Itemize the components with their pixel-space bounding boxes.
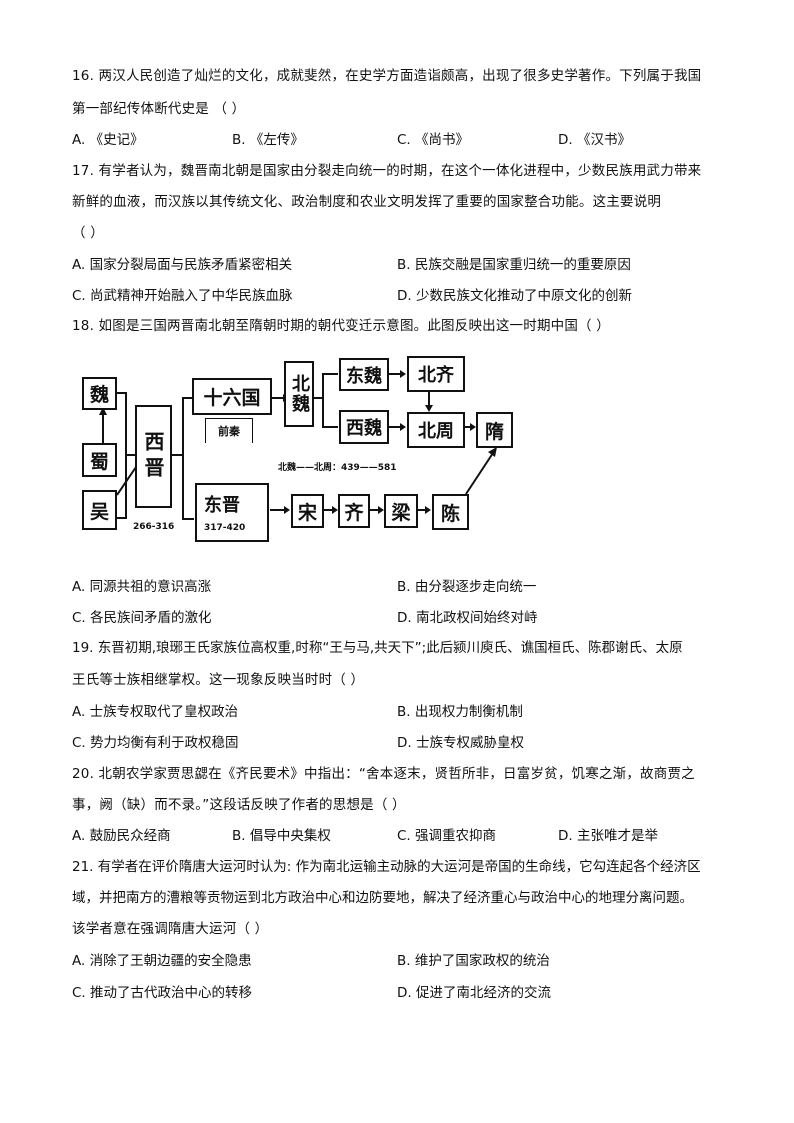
q17-stem-line2: 新鲜的血液，而汉族以其传统文化、政治制度和农业文明发挥了重要的国家整合功能。这主…	[72, 194, 662, 210]
box-dongwei: 东魏	[339, 358, 389, 391]
q17-stem-line1: 17. 有学者认为，魏晋南北朝是国家由分裂走向统一的时期，在这个一体化进程中，少…	[72, 163, 702, 179]
box-qi: 齐	[338, 494, 370, 528]
q21-option-c[interactable]: C. 推动了古代政治中心的转移	[72, 985, 253, 1001]
q16-stem-line2: 第一部纪传体断代史是 （ ）	[72, 101, 246, 117]
box-wu: 吴	[82, 490, 117, 530]
q18-option-d[interactable]: D. 南北政权间始终对峙	[397, 610, 538, 626]
q16-option-c[interactable]: C. 《尚书》	[397, 132, 470, 148]
q19-option-d[interactable]: D. 士族专权威胁皇权	[397, 735, 524, 751]
dongjin-label: 东晋	[204, 495, 240, 516]
q21-option-b[interactable]: B. 维护了国家政权的统治	[397, 953, 550, 969]
q21-stem-line1: 21. 有学者在评价隋唐大运河时认为: 作为南北运输主动脉的大运河是帝国的生命线…	[72, 859, 701, 875]
q17-option-b[interactable]: B. 民族交融是国家重归统一的重要原因	[397, 257, 631, 273]
q16-stem-line1: 16. 两汉人民创造了灿烂的文化，成就斐然，在史学方面造诣颇高，出现了很多史学著…	[72, 68, 702, 84]
q20-stem-line2: 事，阙（缺）而不录。”这段话反映了作者的思想是（ ）	[72, 797, 406, 813]
box-shu: 蜀	[82, 443, 117, 477]
box-shiliuguo: 十六国	[192, 378, 272, 415]
box-chen: 陈	[432, 494, 469, 530]
box-song: 宋	[291, 494, 324, 528]
q20-option-a[interactable]: A. 鼓励民众经商	[72, 828, 171, 844]
q16-option-a[interactable]: A. 《史记》	[72, 132, 144, 148]
q20-option-c[interactable]: C. 强调重农抑商	[397, 828, 497, 844]
q19-option-b[interactable]: B. 出现权力制衡机制	[397, 704, 523, 720]
box-beiqi: 北齐	[407, 356, 465, 392]
q17-option-a[interactable]: A. 国家分裂局面与民族矛盾紧密相关	[72, 257, 293, 273]
q16-option-b[interactable]: B. 《左传》	[232, 132, 304, 148]
q19-stem-line1: 19. 东晋初期,琅琊王氏家族位高权重,时称“王与马,共天下”;此后颍川庾氏、谯…	[72, 640, 683, 656]
q17-stem-line3: （ ）	[72, 225, 104, 241]
q18-option-a[interactable]: A. 同源共祖的意识高涨	[72, 579, 212, 595]
beichao-years-note: 北魏——北周：439——581	[278, 463, 397, 473]
q17-option-d[interactable]: D. 少数民族文化推动了中原文化的创新	[397, 288, 632, 304]
q20-stem-line1: 20. 北朝农学家贾思勰在《齐民要术》中指出：“舍本逐末，贤哲所非，日富岁贫，饥…	[72, 766, 695, 782]
box-sui: 隋	[476, 412, 513, 448]
q20-option-d[interactable]: D. 主张唯才是举	[558, 828, 658, 844]
q21-stem-line2: 域，并把南方的漕粮等贡物运到北方政治中心和边防要地，解决了经济重心与政治中心的地…	[72, 890, 693, 906]
q21-option-a[interactable]: A. 消除了王朝边疆的安全隐患	[72, 953, 252, 969]
q17-option-c[interactable]: C. 尚武精神开始融入了中华民族血脉	[72, 288, 293, 304]
xijin-years-label: 266-316	[133, 522, 175, 532]
box-xiwei: 西魏	[339, 410, 389, 444]
q19-option-c[interactable]: C. 势力均衡有利于政权稳固	[72, 735, 239, 751]
q21-option-d[interactable]: D. 促进了南北经济的交流	[397, 985, 551, 1001]
box-dongjin: 东晋 317-420	[195, 483, 269, 542]
q19-stem-line2: 王氏等士族相继掌权。这一现象反映当时时（ ）	[72, 672, 365, 688]
box-qianqin: 前秦	[205, 418, 253, 443]
q16-option-d[interactable]: D. 《汉书》	[558, 132, 631, 148]
dongjin-years-label: 317-420	[204, 523, 246, 533]
box-beizhou: 北周	[407, 412, 465, 448]
q21-stem-line3: 该学者意在强调隋唐大运河（ ）	[72, 921, 269, 937]
diagram-connectors	[99, 370, 497, 520]
box-wei: 魏	[82, 377, 117, 410]
box-liang: 梁	[384, 494, 418, 528]
q18-option-b[interactable]: B. 由分裂逐步走向统一	[397, 579, 537, 595]
q18-stem-line1: 18. 如图是三国两晋南北朝至隋朝时期的朝代变迁示意图。此图反映出这一时期中国（…	[72, 318, 610, 334]
q18-option-c[interactable]: C. 各民族间矛盾的激化	[72, 610, 212, 626]
box-beiwei: 北魏	[284, 361, 314, 427]
dynasty-succession-diagram: 魏 蜀 吴 西晋 266-316 十六国 前秦 北魏 东魏 西魏 北齐 北周 隋…	[70, 355, 530, 545]
box-xijin: 西晋	[135, 405, 172, 508]
q20-option-b[interactable]: B. 倡导中央集权	[232, 828, 331, 844]
q19-option-a[interactable]: A. 士族专权取代了皇权政治	[72, 704, 239, 720]
